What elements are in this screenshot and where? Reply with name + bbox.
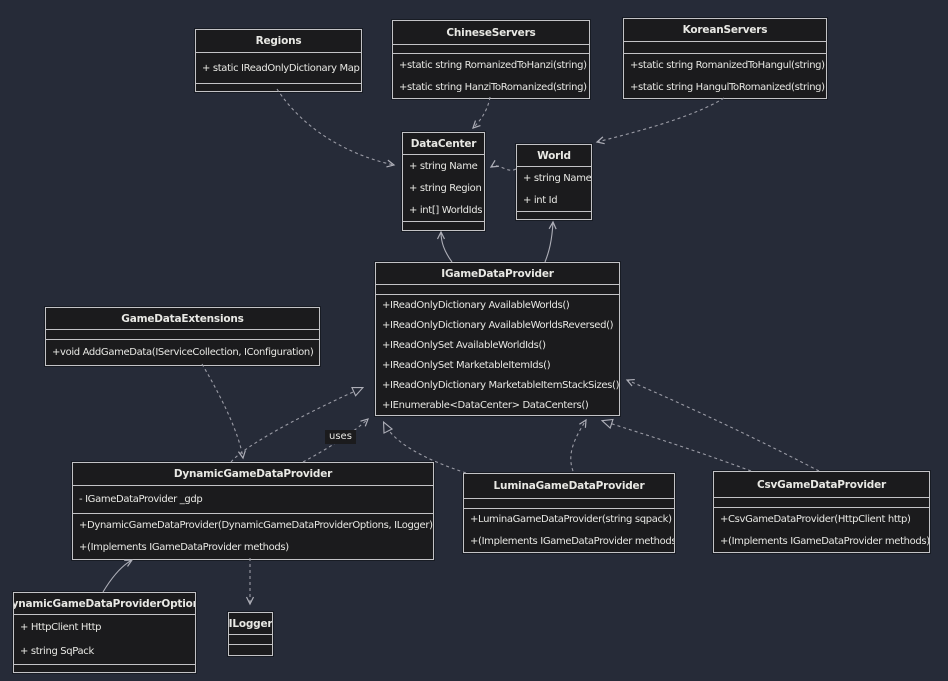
class-member: +(Implements IGameDataProvider methods) xyxy=(720,535,929,547)
class-member: +(Implements IGameDataProvider methods) xyxy=(79,542,289,554)
class-member: +LuminaGameDataProvider(string sqpack) xyxy=(470,514,672,526)
class-member: - IGameDataProvider _gdp xyxy=(79,494,203,505)
attributes-compartment xyxy=(393,44,589,53)
class-member: + string Name xyxy=(523,172,591,184)
class-dynamic-game-data-provider[interactable]: DynamicGameDataProvider - IGameDataProvid… xyxy=(72,462,434,560)
attributes-compartment: + HttpClient Http + string SqPack xyxy=(14,614,195,664)
class-title: CsvGameDataProvider xyxy=(756,478,887,491)
edge-csvprovider-implements-igamedataprovider xyxy=(603,421,752,472)
class-title: ChineseServers xyxy=(446,26,536,39)
attributes-compartment xyxy=(229,634,272,644)
class-member: +DynamicGameDataProvider(DynamicGameData… xyxy=(79,519,433,531)
edge-label-uses: uses xyxy=(325,430,356,444)
class-member: + string Region xyxy=(409,182,482,194)
methods-compartment: +static string RomanizedToHangul(string)… xyxy=(624,53,826,98)
edge-dynamicprovider-implements-igamedataprovider xyxy=(230,388,362,463)
edge-luminaprovider-to-igamedataprovider xyxy=(570,418,587,472)
class-member: + HttpClient Http xyxy=(20,621,102,633)
class-title: KoreanServers xyxy=(682,24,768,36)
class-chinese-servers[interactable]: ChineseServers +static string RomanizedTo… xyxy=(392,20,590,99)
attributes-compartment xyxy=(624,41,826,53)
methods-compartment xyxy=(517,211,591,219)
class-lumina-game-data-provider[interactable]: LuminaGameDataProvider +LuminaGameDataPro… xyxy=(463,473,675,553)
class-game-data-extensions[interactable]: GameDataExtensions +void AddGameData(ISer… xyxy=(45,307,320,366)
methods-compartment: +static string RomanizedToHanzi(string) +… xyxy=(393,53,589,98)
methods-compartment: +CsvGameDataProvider(HttpClient http) +(I… xyxy=(714,507,929,552)
class-title: GameDataExtensions xyxy=(121,312,244,325)
class-member: +void AddGameData(IServiceCollection, IC… xyxy=(52,347,314,358)
class-member: + static IReadOnlyDictionary Map xyxy=(202,62,360,74)
attributes-compartment: + string Name + string Region + int[] Worl… xyxy=(403,154,484,221)
methods-compartment xyxy=(196,83,361,91)
class-title: DynamicGameDataProvider xyxy=(173,468,333,480)
class-member: +IReadOnlyDictionary AvailableWorlds() xyxy=(382,299,570,311)
class-korean-servers[interactable]: KoreanServers +static string RomanizedToH… xyxy=(623,18,827,99)
methods-compartment xyxy=(229,644,272,655)
class-ilogger[interactable]: ILogger xyxy=(228,612,273,656)
class-member: +IReadOnlySet AvailableWorldIds() xyxy=(382,339,546,351)
attributes-compartment xyxy=(464,498,674,508)
class-member: +IReadOnlyDictionary MarketableItemStack… xyxy=(382,379,619,391)
class-title: Regions xyxy=(255,35,302,47)
class-title: LuminaGameDataProvider xyxy=(493,480,645,492)
class-world[interactable]: World + string Name + int Id xyxy=(516,144,592,220)
class-title: ILogger xyxy=(229,617,272,630)
class-member: + string Name xyxy=(409,160,478,172)
class-member: +IReadOnlyDictionary AvailableWorldsReve… xyxy=(382,319,614,331)
edge-gamedataextensions-to-dynamicprovider xyxy=(201,363,246,460)
attributes-compartment: + string Name + int Id xyxy=(517,166,591,211)
attributes-compartment xyxy=(714,497,929,507)
class-title: DynamicGameDataProviderOptions xyxy=(14,597,195,610)
methods-compartment: +IReadOnlyDictionary AvailableWorlds() +I… xyxy=(376,294,619,415)
class-member: +IReadOnlySet MarketableItemIds() xyxy=(382,359,551,371)
class-dynamic-game-data-provider-options[interactable]: DynamicGameDataProviderOptions + HttpClie… xyxy=(13,592,196,673)
methods-compartment xyxy=(14,664,195,672)
class-igame-data-provider[interactable]: IGameDataProvider +IReadOnlyDictionary Av… xyxy=(375,262,620,416)
class-member: + int[] WorldIds xyxy=(409,204,483,216)
methods-compartment: +LuminaGameDataProvider(string sqpack) +(… xyxy=(464,508,674,552)
edge-igamedataprovider-to-world xyxy=(544,220,557,263)
class-member: +static string HangulToRomanized(string) xyxy=(630,81,825,93)
edge-chineseservers-to-datacenter xyxy=(472,96,491,129)
methods-compartment xyxy=(403,221,484,230)
class-member: +IEnumerable<DataCenter> DataCenters() xyxy=(382,399,589,411)
class-member: + string SqPack xyxy=(20,646,94,658)
edge-regions-to-datacenter xyxy=(276,88,396,168)
attributes-compartment xyxy=(46,329,319,339)
class-regions[interactable]: Regions + static IReadOnlyDictionary Map xyxy=(195,29,362,92)
class-member: +CsvGameDataProvider(HttpClient http) xyxy=(720,513,911,525)
edge-options-to-dynamicprovider xyxy=(102,559,134,593)
edge-koreanservers-to-world xyxy=(595,97,725,145)
edge-csvprovider-to-igamedataprovider xyxy=(625,378,820,472)
attributes-compartment xyxy=(376,284,619,294)
methods-compartment: +DynamicGameDataProvider(DynamicGameData… xyxy=(73,513,433,559)
edge-world-to-datacenter xyxy=(489,160,517,171)
class-member: +static string RomanizedToHangul(string) xyxy=(630,59,825,71)
class-member: +(Implements IGameDataProvider methods) xyxy=(470,535,674,547)
class-title: IGameDataProvider xyxy=(441,267,554,280)
class-data-center[interactable]: DataCenter+ string Name+ string Region+ … xyxy=(402,132,485,231)
class-csv-game-data-provider[interactable]: CsvGameDataProvider +CsvGameDataProvider(… xyxy=(713,471,930,553)
class-title: World xyxy=(537,149,571,162)
class-title: DataCenter xyxy=(410,137,477,150)
attributes-compartment: + static IReadOnlyDictionary Map xyxy=(196,52,361,83)
class-member: +static string RomanizedToHanzi(string) xyxy=(399,59,587,71)
class-member: +static string HanziToRomanized(string) xyxy=(399,81,587,93)
methods-compartment: +void AddGameData(IServiceCollection, IC… xyxy=(46,339,319,365)
class-member: + int Id xyxy=(523,194,558,206)
attributes-compartment: - IGameDataProvider _gdp xyxy=(73,485,433,513)
edge-igamedataprovider-to-datacenter xyxy=(436,230,453,263)
